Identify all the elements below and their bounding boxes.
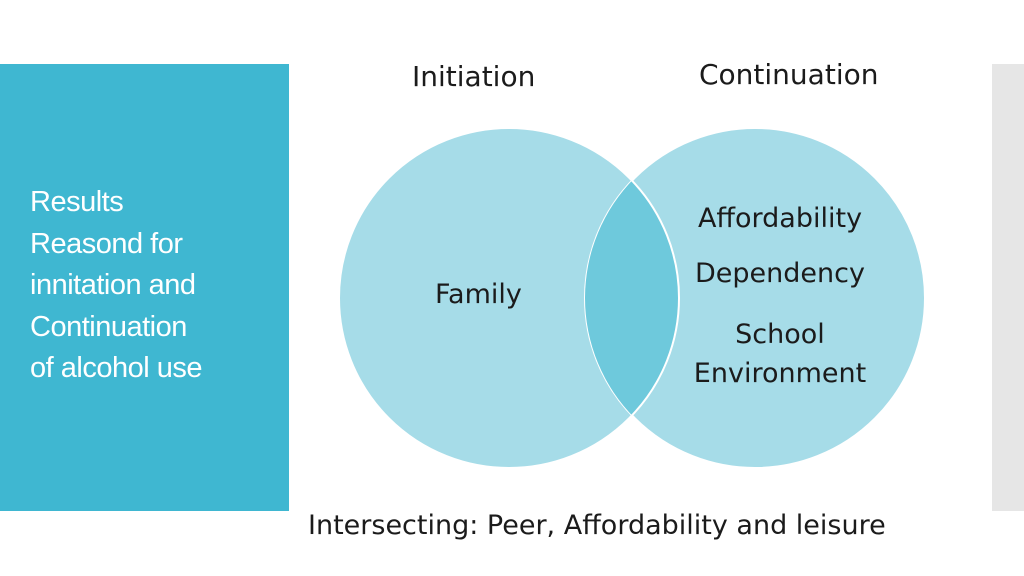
initiation-item-family: Family xyxy=(435,279,522,310)
decorative-right-bar xyxy=(992,64,1024,511)
slide-title: Results Reasond for innitation and Conti… xyxy=(30,182,280,390)
continuation-item-dependency: Dependency xyxy=(695,258,865,289)
title-panel xyxy=(0,64,289,511)
slide-title-line-3: innitation and xyxy=(30,269,196,301)
slide-title-line-1: Results xyxy=(30,186,124,218)
slide-title-line-4: Continuation xyxy=(30,310,187,343)
continuation-item-affordability: Affordability xyxy=(697,203,863,234)
continuation-item-environment: Environment xyxy=(693,358,867,389)
continuation-heading: Continuation xyxy=(699,58,879,91)
intersection-caption: Intersecting: Peer, Affordability and le… xyxy=(308,510,886,541)
continuation-item-school-environment: School Environment xyxy=(680,315,880,393)
slide-title-line-2: Reasond for xyxy=(30,227,183,260)
slide-title-line-5: of alcohol use xyxy=(30,352,202,384)
continuation-item-school: School xyxy=(735,319,825,350)
initiation-heading: Initiation xyxy=(412,60,536,93)
initiation-circle-outline xyxy=(338,127,680,469)
initiation-circle xyxy=(339,128,679,468)
